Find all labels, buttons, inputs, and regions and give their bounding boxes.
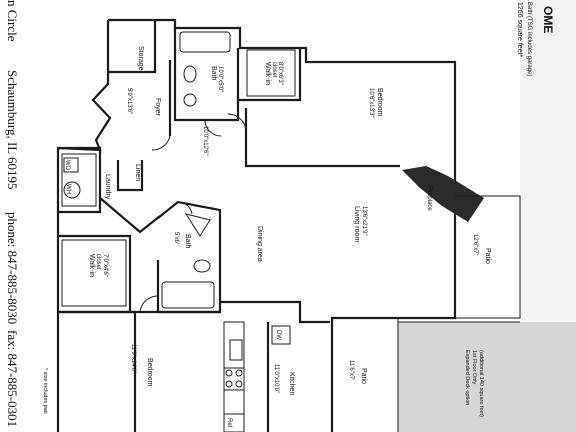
walkin-top-dims: 8'0"x6'3" [277,62,283,85]
bath-top-label: Bath [210,66,217,81]
refrigerator-label: Ref [226,418,232,428]
right-margin-shade [520,0,576,322]
hall-dims: 10'0"x12'6" [202,126,208,156]
living-room-label: Living room [353,206,360,242]
bath-mid-label: Bath [184,234,191,249]
kitchen-sink [229,339,243,361]
bath-top-dims: 10'0"x5'0" [217,66,223,92]
bedroom-bottom-dims: 11'9"x14'0" [130,344,136,373]
fireplace-label: Fireplace [426,186,432,211]
storage-wall [108,20,157,74]
linen-walls [116,160,144,192]
expanded-deck-area [398,322,576,432]
linen-label: Linen [134,164,141,181]
foyer-label: Foyer [154,98,161,117]
bath-top-walls [173,28,240,122]
mid-divider-wall [99,197,161,234]
wd-label: WD [64,160,70,171]
bath-mid-dims: 5'x6' [173,232,179,244]
bath-mid-walls [156,200,222,314]
door-swing-bedroom-bottom [139,295,159,313]
outer-wall-top [108,18,457,196]
address-city: Schaumburg, IL 60195 [5,70,20,190]
sink-top [183,93,197,107]
plan-sqft-fragment: 1266 square feet* [516,2,523,58]
bedroom-top-label: Bedroom [376,88,383,117]
laundry-label: Laundry [104,174,111,200]
wd-box [63,157,79,173]
dining-area-label: Dining area [256,226,263,262]
bedroom-top-left-wall [244,108,400,168]
dishwasher [271,325,291,345]
walkin-mid-shelf [61,239,127,307]
storage-label: Storage [137,46,144,71]
walkin-top-sub: closet [271,62,277,78]
walkin-mid-label: Walk-in [88,254,95,277]
walkin-top-label: Walk-in [264,62,271,85]
burner-4 [235,380,243,388]
bedroom-bottom-label: Bedroom [146,358,153,387]
address-fragment: n Circle [5,0,20,42]
door-swing-foyer [151,135,171,151]
size-note: * size includes pati [42,368,48,414]
toilet-mid [193,259,211,273]
bedroom-top-dims: 10'6"x13'3" [368,88,374,118]
bathtub-mid [161,281,215,309]
kitchen-walls [220,300,330,324]
patio-right-label: Patio [484,248,491,264]
outer-wall-right [330,196,457,432]
kitchen-label: Kitchen [288,372,295,395]
deck-line-2: 1st Floor Only [471,350,477,384]
address-fax: fax: 847-885-0301 [5,330,20,427]
stove [223,367,245,391]
refrigerator [223,413,245,432]
kitchen-dims: 11'0"x10'0" [273,364,279,393]
living-room-dims: 13'6"x21'9" [361,206,367,236]
washer-dryer-box [61,153,97,207]
foyer-dims: 5'9"x13'6" [126,88,132,114]
plan-subtitle-fragment: Bath (TSG includes garage) [526,2,532,76]
kitchen-counter [223,321,245,432]
patio-right-dims: 12'6"x7' [472,234,478,255]
wh-label: WH [65,184,71,194]
deck-line-3: (additional 140 square feet) [478,350,484,417]
burner-2 [235,369,243,377]
burner-3 [225,380,233,388]
patio-bottom-label: Patio [360,368,367,384]
door-swing-bedroom [227,113,247,133]
patio-bottom-dims: 11'6"x7' [348,360,354,380]
sink-mid [184,213,211,237]
laundry-walls [58,146,102,214]
door-swing-bath-mid [177,201,193,215]
walkin-top-shelf [246,49,296,97]
deck-line-1: Expanded Deck option [464,350,470,405]
patio-right-boundary [455,195,521,319]
dishwasher-label: DW [275,330,281,340]
address-phone: phone: 847-885-8030 [5,212,20,324]
fireplace-shape [402,166,484,222]
plan-title-fragment: OME [541,6,555,33]
outer-wall-left [56,20,137,432]
walkin-top-walls [238,48,302,102]
burner-1 [225,369,233,377]
toilet-top [183,65,197,83]
walkin-mid-sub: closet [95,254,101,270]
bathtub-top [179,31,231,53]
walkin-mid-walls [58,234,132,312]
walkin-mid-dims: 7'0"x4'6" [102,254,108,277]
wh-circle [63,181,81,199]
door-swing-bath [204,119,222,137]
